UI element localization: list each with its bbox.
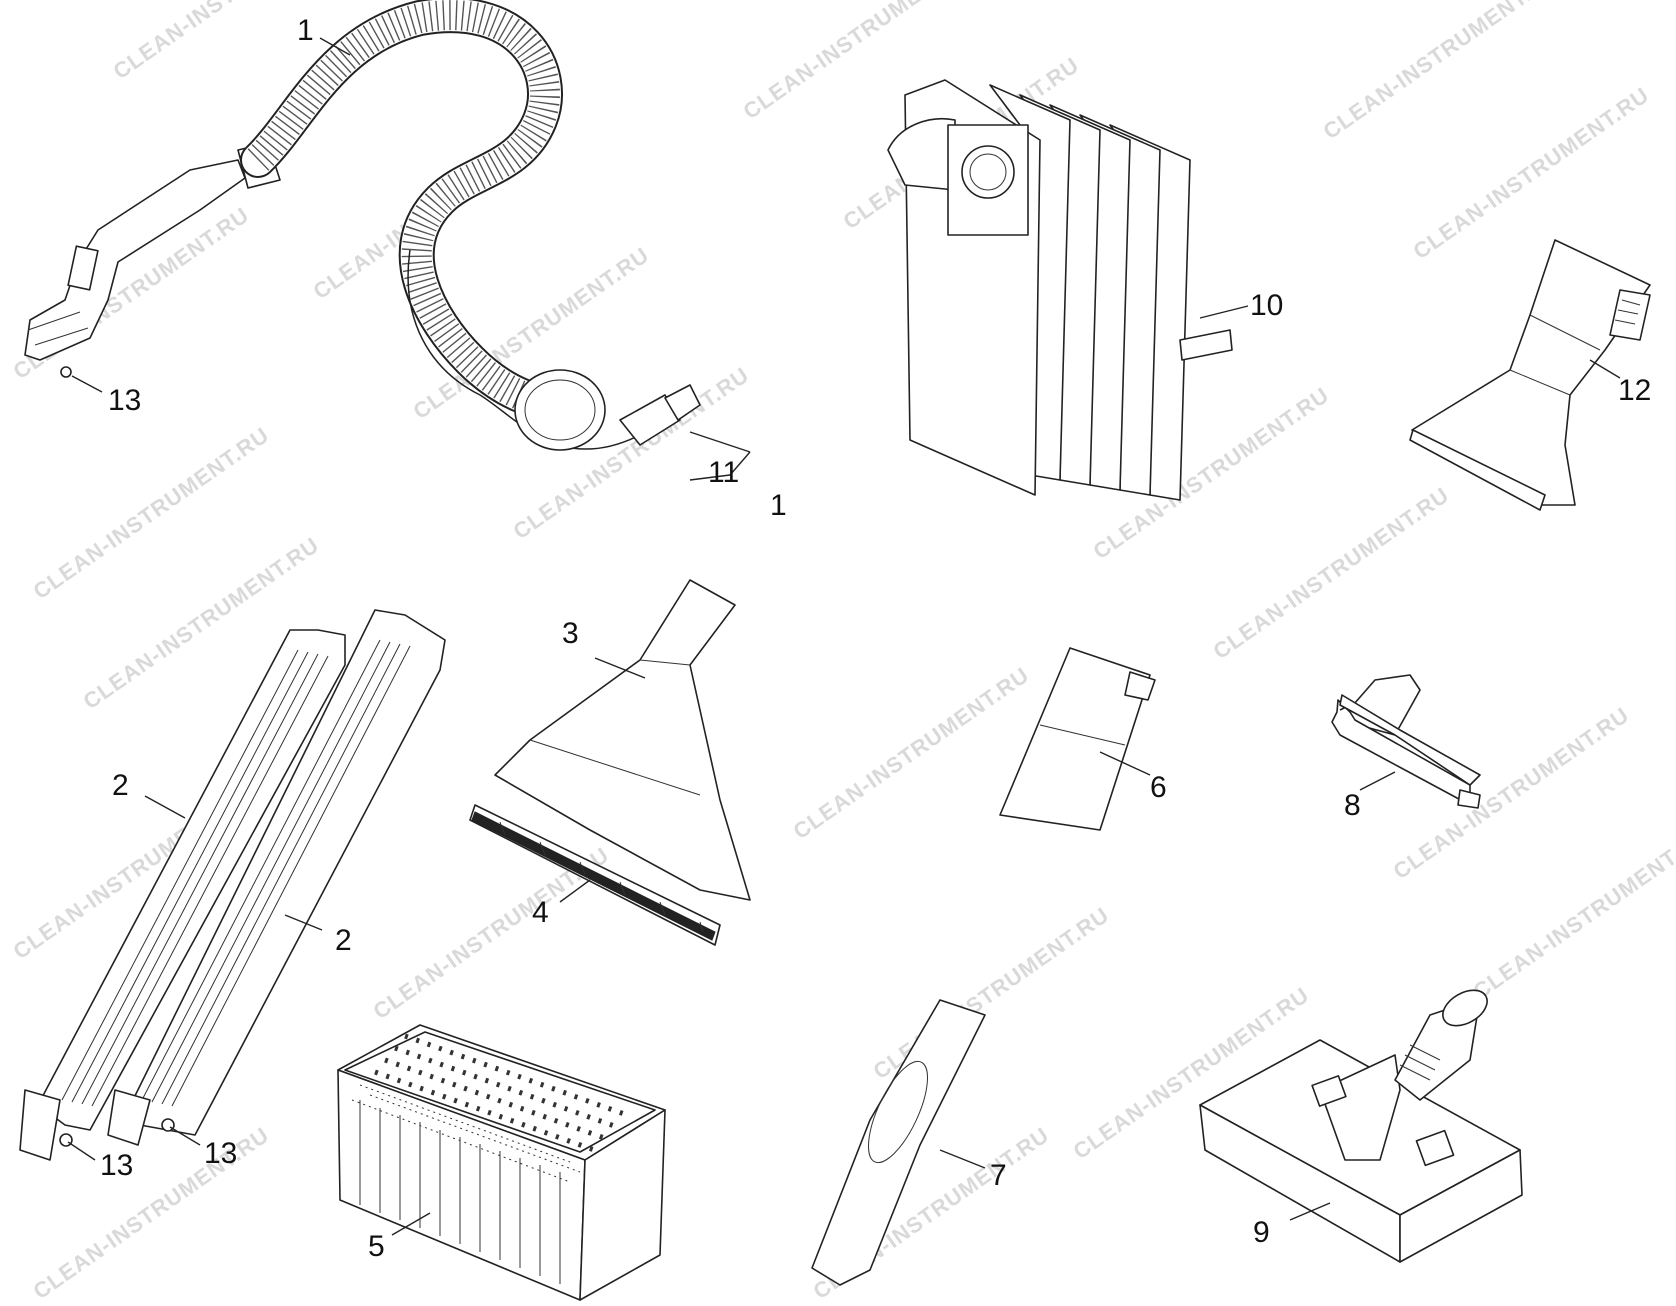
extension-tubes bbox=[19, 609, 446, 1161]
callout-label: 4 bbox=[532, 896, 549, 929]
watermark: CLEAN-INSTRUMENT.RU bbox=[869, 902, 1114, 1084]
callouts: 1 1 2 2 3 4 5 6 7 8 9 10 11 12 13 13 13 bbox=[100, 14, 1651, 1263]
leader-lines bbox=[67, 37, 1621, 1236]
callout-label: 2 bbox=[112, 769, 129, 802]
small-floor-nozzle bbox=[1331, 674, 1481, 809]
watermark: CLEAN-INSTRUMENT.RU bbox=[1409, 82, 1654, 264]
wet-floor-nozzle bbox=[469, 579, 751, 946]
callout-label: 9 bbox=[1253, 1216, 1270, 1249]
callout-label: 11 bbox=[708, 456, 739, 489]
watermark: CLEAN-INSTRUMENT.RU bbox=[1319, 0, 1564, 144]
callout-label: 7 bbox=[990, 1159, 1007, 1192]
floor-brush bbox=[1199, 989, 1523, 1263]
callout-label: 13 bbox=[204, 1137, 237, 1170]
filter-bags bbox=[887, 79, 1233, 501]
crevice-nozzle bbox=[811, 999, 986, 1286]
callout-label: 8 bbox=[1344, 789, 1361, 822]
callout-label: 1 bbox=[297, 14, 314, 47]
joint-adapter bbox=[999, 647, 1156, 831]
watermark: CLEAN-INSTRUMENT.RU bbox=[1209, 482, 1454, 664]
upholstery-nozzle bbox=[1409, 239, 1651, 511]
callout-label: 5 bbox=[368, 1230, 385, 1263]
flat-pleated-filter bbox=[337, 1024, 666, 1301]
callout-label: 13 bbox=[108, 384, 141, 417]
watermark: CLEAN-INSTRUMENT.RU bbox=[1389, 702, 1634, 884]
watermark: CLEAN-INSTRUMENT.RU bbox=[29, 422, 274, 604]
callout-label: 1 bbox=[770, 489, 787, 522]
callout-label: 2 bbox=[335, 924, 352, 957]
callout-label: 13 bbox=[100, 1149, 133, 1182]
suction-hose bbox=[24, 0, 701, 451]
watermark: CLEAN-INSTRUMENT.RU bbox=[789, 662, 1034, 844]
callout-label: 3 bbox=[562, 617, 579, 650]
callout-label: 12 bbox=[1618, 374, 1651, 407]
callout-label: 6 bbox=[1150, 771, 1167, 804]
watermark: CLEAN-INSTRUMENT.RU bbox=[1469, 822, 1676, 1004]
callout-label: 10 bbox=[1250, 289, 1283, 322]
